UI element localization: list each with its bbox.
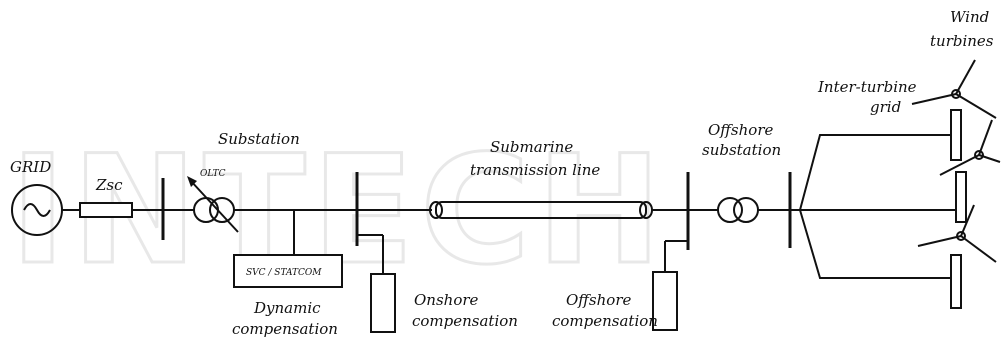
dynamic-comp-label-1: Dynamic: [253, 299, 321, 317]
inter-turbine-label-1: Inter-turbine: [817, 78, 917, 96]
submarine-label-2: transmission line: [470, 161, 600, 179]
offshore-comp-label-1: Offshore: [566, 291, 631, 309]
svc-statcom-box: [233, 254, 343, 288]
offshore-sub-label-2: substation: [702, 141, 781, 159]
substation-label: Substation: [218, 130, 300, 148]
wind-turbines-label-1: Wind: [950, 8, 989, 26]
dynamic-comp-label-2: compensation: [232, 320, 338, 338]
offshore-transformer: [717, 197, 759, 223]
wind-turbine-bottom: [917, 204, 997, 309]
wind-turbines-label-2: turbines: [930, 32, 994, 50]
oltc-label: OLTC: [200, 169, 226, 179]
inter-turbine-label-2: grid: [870, 98, 901, 116]
wind-turbine-top: [911, 59, 997, 161]
submarine-label-1: Submarine: [490, 138, 573, 156]
onshore-compensation-device: [370, 273, 396, 333]
inter-turbine-grid: [798, 134, 960, 279]
offshore-comp-label-2: compensation: [552, 312, 658, 330]
wind-turbine-middle: [939, 119, 1001, 223]
zsc-impedance: [79, 202, 133, 218]
grid-label: GRID: [10, 158, 51, 176]
offshore-compensation-device: [652, 271, 678, 331]
zsc-label: Zsc: [95, 176, 123, 194]
svc-statcom-label: SVC / STATCOM: [246, 268, 322, 278]
onshore-comp-label-2: compensation: [412, 312, 518, 330]
offshore-sub-label-1: Offshore: [708, 121, 773, 139]
oltc-arrowhead: [187, 176, 197, 187]
oltc-arrow: [189, 179, 239, 233]
onshore-comp-label-1: Onshore: [414, 291, 479, 309]
